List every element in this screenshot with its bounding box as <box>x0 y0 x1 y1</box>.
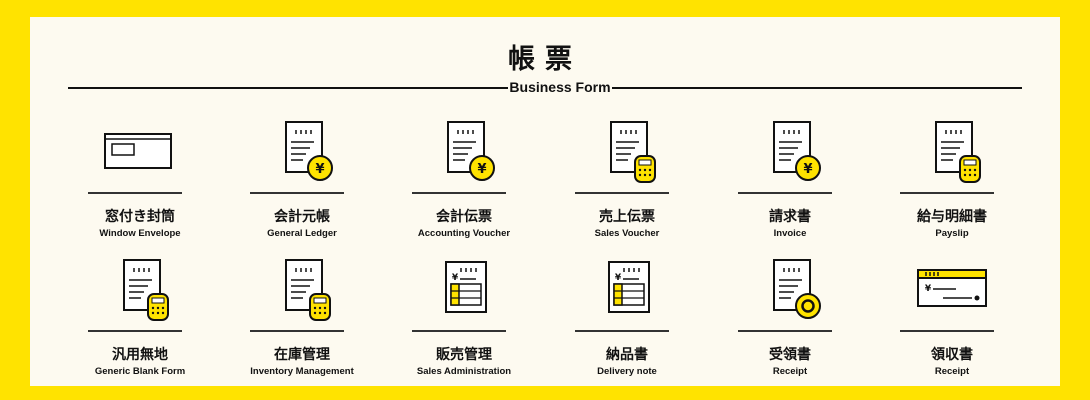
item-label-jp: 在庫管理 <box>274 347 330 363</box>
title-rule-right <box>612 87 1022 89</box>
sales-admin-table-icon: ¥ <box>420 258 508 328</box>
invoice-yen-icon: ¥ <box>746 120 834 190</box>
item-label-en: Receipt <box>772 366 808 377</box>
item-label-en: Generic Blank Form <box>94 366 186 377</box>
business-form-panel: 帳票 Business Form 窓付き封筒 Window Envelope ¥ <box>30 17 1060 386</box>
item-label-en: Payslip <box>935 228 969 239</box>
item-label-en: Inventory Management <box>250 366 354 377</box>
item-label-jp: 窓付き封筒 <box>105 209 175 225</box>
item-underline <box>412 192 506 194</box>
item-label-jp: 請求書 <box>769 209 811 225</box>
sales-voucher-calculator-icon <box>583 120 671 190</box>
item-label-en: Delivery note <box>597 366 657 377</box>
item-label-jp: 会計伝票 <box>436 209 492 225</box>
svg-text:¥: ¥ <box>452 273 459 283</box>
svg-text:¥: ¥ <box>615 273 622 283</box>
item-underline <box>738 330 832 332</box>
delivery-note-table-icon: ¥ <box>583 258 671 328</box>
item-label-jp: 販売管理 <box>436 347 492 363</box>
svg-text:¥: ¥ <box>925 284 932 294</box>
title-rule-left <box>68 87 508 89</box>
blank-form-calculator-icon <box>96 258 184 328</box>
page-subtitle: Business Form <box>509 79 611 95</box>
item-label-en: Sales Voucher <box>594 228 660 239</box>
item-underline <box>738 192 832 194</box>
item-label-en: Invoice <box>773 228 807 239</box>
item-underline <box>900 330 994 332</box>
item-label-en: Accounting Voucher <box>417 228 511 239</box>
item-label-jp: 納品書 <box>606 347 648 363</box>
item-underline <box>412 330 506 332</box>
item-underline <box>575 330 669 332</box>
item-label-jp: 受領書 <box>769 347 811 363</box>
item-label-jp: 会計元帳 <box>274 209 330 225</box>
inventory-calculator-icon <box>258 258 346 328</box>
item-label-jp: 給与明細書 <box>917 209 987 225</box>
check-receipt-icon: ¥ <box>908 258 996 328</box>
payslip-calculator-icon <box>908 120 996 190</box>
item-underline <box>250 330 344 332</box>
item-label-jp: 汎用無地 <box>112 347 168 363</box>
item-label-jp: 売上伝票 <box>599 209 655 225</box>
item-underline <box>88 192 182 194</box>
item-underline <box>250 192 344 194</box>
svg-text:¥: ¥ <box>477 162 486 177</box>
item-underline <box>575 192 669 194</box>
receipt-stamp-icon <box>746 258 834 328</box>
ledger-yen-icon: ¥ <box>258 120 346 190</box>
item-underline <box>900 192 994 194</box>
item-label-en: Receipt <box>934 366 970 377</box>
item-underline <box>88 330 182 332</box>
svg-text:¥: ¥ <box>803 162 812 177</box>
page-title: 帳票 <box>508 44 582 75</box>
item-label-en: Window Envelope <box>99 228 181 239</box>
envelope-icon <box>96 120 184 190</box>
svg-text:¥: ¥ <box>315 162 324 177</box>
voucher-yen-icon: ¥ <box>420 120 508 190</box>
item-label-en: Sales Administration <box>416 366 512 377</box>
item-label-en: General Ledger <box>267 228 337 239</box>
item-label-jp: 領収書 <box>931 347 973 363</box>
